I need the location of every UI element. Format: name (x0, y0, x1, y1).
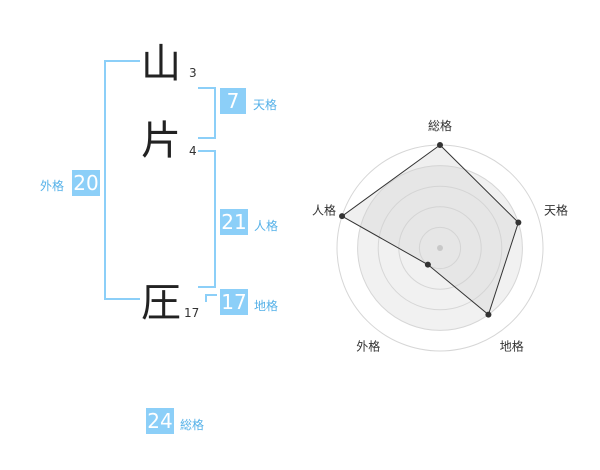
jinkaku-label: 人格 (254, 219, 279, 233)
radar-ring-3 (377, 185, 503, 311)
jinkaku-bracket (198, 150, 216, 288)
gaikaku-value: 20 (72, 170, 100, 196)
radar-point-3 (485, 311, 492, 318)
tenkaku-label: 天格 (253, 98, 278, 112)
name-char-1: 山 (141, 41, 181, 87)
name-char-2: 片 (141, 118, 181, 164)
jinkaku-value: 21 (220, 209, 248, 235)
radar-axis-label-3: 地格 (500, 339, 524, 354)
radar-ring-4 (357, 165, 523, 331)
soukaku-label: 総格 (180, 418, 205, 432)
stroke-count-3: 17 (184, 306, 200, 320)
name-char-3: 圧 (141, 280, 181, 326)
stroke-count-2: 4 (189, 144, 197, 158)
radar-center-dot (437, 245, 443, 251)
soukaku-value: 24 (146, 408, 174, 434)
radar-axis-label-5: 人格 (312, 202, 336, 217)
radar-axis-label-1: 総格 (428, 118, 452, 133)
radar-axis-label-4: 外格 (356, 339, 380, 354)
radar-polygon (341, 144, 519, 316)
radar-point-2 (515, 219, 522, 226)
gaikaku-bracket (104, 60, 140, 300)
radar-point-4 (424, 261, 431, 268)
tenkaku-value: 7 (220, 88, 246, 114)
radar-axis-label-2: 天格 (544, 202, 568, 217)
radar-point-1 (437, 142, 443, 148)
radar-ring-1 (418, 226, 462, 270)
radar-point-5 (339, 213, 346, 220)
chikaku-bracket (205, 294, 217, 302)
chikaku-value: 17 (220, 289, 248, 315)
stroke-count-1: 3 (189, 66, 197, 80)
gaikaku-label: 外格 (40, 179, 65, 193)
tenkaku-bracket (198, 87, 216, 139)
chikaku-label: 地格 (254, 299, 279, 313)
